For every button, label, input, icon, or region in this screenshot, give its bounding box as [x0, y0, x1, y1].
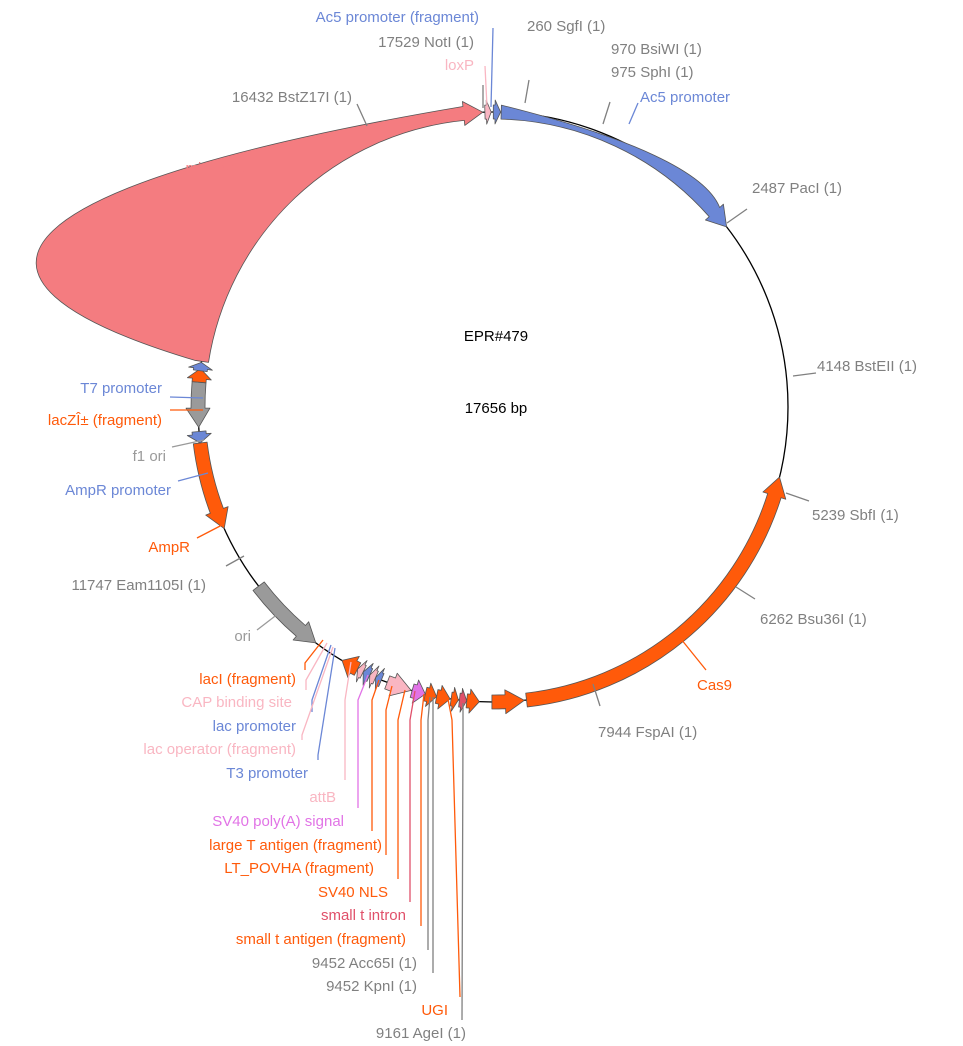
amprprom-leader — [177, 472, 209, 482]
label-ltpovha: LT_POVHA (fragment) — [224, 860, 374, 877]
pacI-tick — [726, 208, 748, 224]
feature-ac5-promoter-fragment — [492, 99, 501, 125]
loxP-leader — [484, 65, 488, 108]
label-smalltintron: small t intron — [321, 907, 406, 924]
larget-leader — [371, 679, 380, 831]
label-notI: 17529 NotI (1) — [378, 34, 474, 51]
smalltintron-leader — [409, 690, 416, 902]
acc65I-leader — [427, 696, 431, 950]
feature-lac-operator — [368, 665, 380, 689]
label-kpnI: 9452 KpnI (1) — [326, 978, 417, 995]
label-bsu36I: 6262 Bsu36I (1) — [760, 611, 867, 628]
feature-cap-binding-site — [356, 660, 368, 683]
label-eam: 11747 Eam1105I (1) — [71, 577, 206, 594]
laci-leader — [304, 639, 324, 670]
smalltantigen-leader — [420, 693, 425, 926]
label-sbfI: 5239 SbfI (1) — [812, 507, 899, 524]
label-smalltantigen: small t antigen (fragment) — [236, 931, 406, 948]
label-sv40nls: SV40 NLS — [318, 884, 388, 901]
cap-leader — [305, 642, 328, 690]
label-lacprom: lac promoter — [213, 718, 296, 735]
t7-leader — [169, 396, 204, 399]
label-attb: attB — [309, 789, 336, 806]
plasmid-name: EPR#479 — [464, 328, 528, 345]
miniwhite-leader — [262, 176, 283, 196]
f1ori-leader — [171, 439, 205, 448]
sv40pa-leader — [357, 674, 369, 808]
feature-lacz — [187, 368, 212, 384]
label-cas9: Cas9 — [697, 677, 732, 694]
label-sv40pa: SV40 poly(A) signal — [212, 813, 344, 830]
bstz17I-tick — [356, 103, 368, 127]
sv40nls-leader — [397, 689, 406, 879]
label-bsiWI: 970 BsiWI (1) — [611, 41, 702, 58]
leader-lines — [169, 27, 707, 1021]
feature-t7-promoter — [188, 362, 213, 372]
site-ticks — [225, 79, 817, 707]
feature-arcs — [35, 99, 787, 715]
label-ac5-fragment: Ac5 promoter (fragment) — [316, 9, 479, 26]
feature-loxp — [484, 99, 492, 125]
plasmid-size: 17656 bp — [465, 400, 528, 417]
label-bsteII: 4148 BstEII (1) — [817, 358, 917, 375]
label-lacop: lac operator (fragment) — [143, 741, 296, 758]
eam-tick — [225, 555, 245, 567]
feature-attb — [384, 672, 412, 697]
label-sgfI: 260 SgfI (1) — [527, 18, 605, 35]
t3-leader — [317, 647, 336, 760]
feature-ampr-promoter — [186, 430, 212, 444]
bsteII-tick — [792, 372, 817, 377]
feature-ori — [252, 581, 317, 644]
label-cap: CAP binding site — [181, 694, 292, 711]
attb-leader — [344, 661, 352, 780]
ageI-leader — [461, 703, 464, 1021]
feature-cas9 — [525, 476, 787, 708]
feature-ac5-promoter — [500, 104, 727, 228]
label-sphI: 975 SphI (1) — [611, 64, 694, 81]
label-t7: T7 promoter — [80, 380, 162, 397]
ampr-leader — [196, 523, 225, 539]
bsiWI-tick — [602, 101, 611, 125]
label-bstz17I: 16432 BstZ17I (1) — [232, 89, 352, 106]
ugi-leader — [447, 698, 461, 998]
label-ugi: UGI — [421, 1002, 448, 1019]
ac5frag-leader — [490, 27, 494, 108]
feature-f1-ori — [185, 381, 211, 428]
feature-large-t-antigen — [423, 682, 437, 707]
label-laci: lacI (fragment) — [199, 671, 296, 688]
label-larget: large T antigen (fragment) — [209, 837, 382, 854]
feature-small-t-intron — [458, 688, 468, 713]
feature-laci — [341, 656, 362, 678]
fspAI-tick — [592, 683, 601, 707]
label-ampr: AmpR — [148, 539, 190, 556]
bsu36I-tick — [735, 586, 756, 600]
label-loxP: loxP — [445, 57, 474, 74]
label-fspAI: 7944 FspAI (1) — [598, 724, 697, 741]
ltpovha-leader — [385, 685, 393, 855]
ac5-leader — [628, 102, 639, 125]
cas9-leader — [680, 638, 707, 671]
feature-sv40-nls — [449, 687, 459, 712]
label-acc65I: 9452 Acc65I (1) — [312, 955, 417, 972]
label-ac5: Ac5 promoter — [640, 89, 730, 106]
ori-leader — [256, 609, 284, 631]
label-ori: ori — [234, 628, 251, 645]
label-t3: T3 promoter — [226, 765, 308, 782]
feature-mini-white — [35, 101, 484, 363]
sgfI-tick — [524, 79, 530, 104]
feature-ugi — [491, 689, 525, 715]
label-miniwhite: mini-white — [185, 160, 253, 177]
feature-small-t-antigen — [465, 688, 480, 714]
sbfI-tick — [785, 492, 810, 502]
label-pacI: 2487 PacI (1) — [752, 180, 842, 197]
label-ageI: 9161 AgeI (1) — [376, 1025, 466, 1042]
feature-lt-povha — [434, 685, 451, 710]
label-amprprom: AmpR promoter — [65, 482, 171, 499]
label-f1ori: f1 ori — [133, 448, 166, 465]
feature-ampr — [192, 441, 229, 529]
lacop-leader — [301, 646, 334, 740]
label-lacz: lacZÎ± (fragment) — [48, 412, 162, 429]
